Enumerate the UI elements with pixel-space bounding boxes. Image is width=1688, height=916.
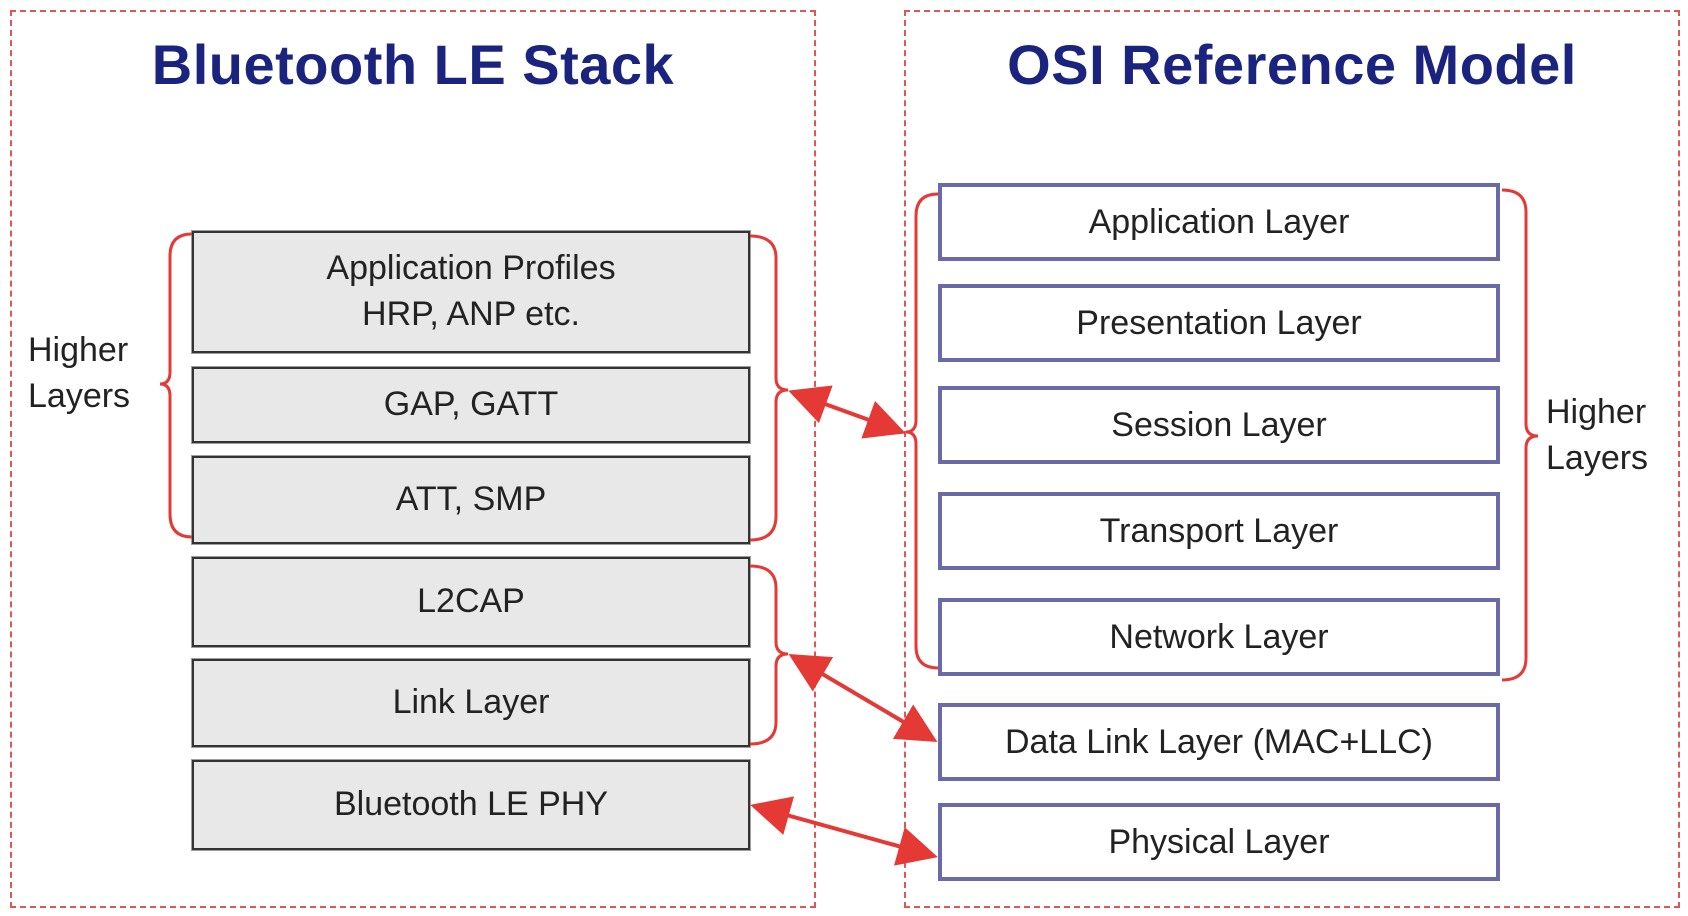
osi-model-title: OSI Reference Model bbox=[1007, 33, 1577, 96]
ble-layer-att-smp: ATT, SMP bbox=[192, 456, 750, 544]
ble-layer-phy-label: Bluetooth LE PHY bbox=[333, 785, 609, 824]
osi-layer-physical: Physical Layer bbox=[938, 803, 1500, 881]
ble-higher-layers-line2: Layers bbox=[28, 376, 131, 415]
ble-layer-application-profiles-line1: Application Profiles bbox=[326, 249, 616, 288]
osi-layer-application-label: Application Layer bbox=[1088, 202, 1350, 241]
osi-layer-presentation: Presentation Layer bbox=[938, 284, 1500, 362]
ble-higher-layers-line1: Higher bbox=[28, 331, 129, 369]
osi-layer-transport: Transport Layer bbox=[938, 492, 1500, 570]
osi-layer-transport-label: Transport Layer bbox=[1099, 511, 1339, 550]
ble-layer-application-profiles: Application Profiles HRP, ANP etc. bbox=[192, 231, 750, 353]
ble-stack-title: Bluetooth LE Stack bbox=[151, 33, 675, 96]
osi-higher-layers-line2: Layers bbox=[1546, 438, 1649, 477]
ble-layer-link-layer-label: Link Layer bbox=[392, 683, 550, 722]
ble-layer-link-layer: Link Layer bbox=[192, 659, 750, 747]
osi-layer-application: Application Layer bbox=[938, 183, 1500, 261]
ble-layer-l2cap: L2CAP bbox=[192, 557, 750, 647]
ble-layer-gap-gatt-label: GAP, GATT bbox=[383, 385, 559, 424]
osi-layer-presentation-label: Presentation Layer bbox=[1076, 303, 1362, 342]
osi-model-panel: OSI Reference Model bbox=[904, 10, 1680, 908]
osi-layer-session: Session Layer bbox=[938, 386, 1500, 464]
osi-layer-session-label: Session Layer bbox=[1111, 405, 1327, 444]
osi-layer-data-link: Data Link Layer (MAC+LLC) bbox=[938, 703, 1500, 781]
ble-layer-gap-gatt: GAP, GATT bbox=[192, 367, 750, 443]
osi-higher-layers-line1: Higher bbox=[1546, 393, 1647, 431]
osi-layer-physical-label: Physical Layer bbox=[1108, 822, 1330, 861]
osi-layer-network: Network Layer bbox=[938, 598, 1500, 676]
ble-higher-layers-label: Higher Layers bbox=[28, 328, 130, 420]
osi-layer-data-link-label: Data Link Layer (MAC+LLC) bbox=[1004, 722, 1433, 761]
osi-higher-layers-label: Higher Layers bbox=[1546, 390, 1648, 482]
ble-stack-panel: Bluetooth LE Stack bbox=[10, 10, 816, 908]
ble-layer-phy: Bluetooth LE PHY bbox=[192, 760, 750, 850]
ble-layer-l2cap-label: L2CAP bbox=[417, 582, 525, 621]
osi-layer-network-label: Network Layer bbox=[1109, 617, 1329, 656]
ble-layer-application-profiles-line2: HRP, ANP etc. bbox=[362, 295, 580, 333]
ble-layer-att-smp-label: ATT, SMP bbox=[395, 480, 547, 519]
